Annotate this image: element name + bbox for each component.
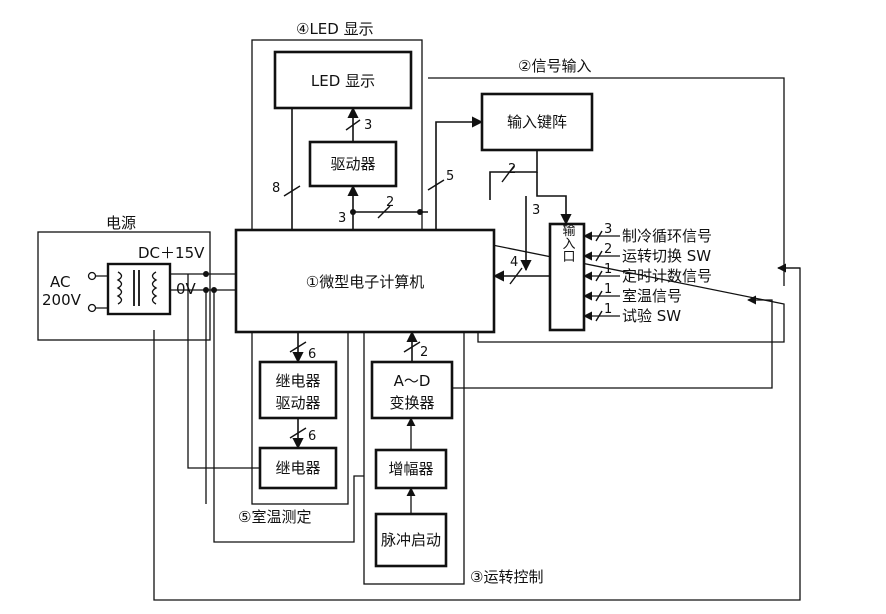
ac-label-1: AC: [50, 273, 70, 291]
io-port-block: [548, 222, 586, 332]
mcu-to-keypad-bus: [435, 116, 484, 230]
input-signal-list: 3 制冷循环信号 2 运转切换 SW 1 定时计数信号 1 室温信号 1 试验 …: [583, 222, 712, 325]
power-relay-wire: [187, 274, 260, 469]
io-port-label: 输入口: [560, 223, 576, 263]
adc-block: [370, 360, 454, 420]
adc-label-1: A～D: [394, 372, 431, 390]
signal-label-4: 室温信号: [622, 287, 682, 305]
led-display-block: [273, 50, 413, 110]
keypad-label: 输入键阵: [507, 113, 567, 131]
pulse-start-label: 脉冲启动: [381, 531, 441, 549]
relay-driver-block: [258, 360, 338, 420]
relay-width: 6: [308, 429, 316, 444]
led-display-label: LED 显示: [311, 72, 375, 90]
mcu-led-driver-width: 3: [338, 211, 346, 226]
side-bus-width: 2: [386, 195, 394, 210]
relay-driver-label-1: 继电器: [275, 372, 320, 390]
driver-led-width: 3: [364, 118, 372, 133]
power-group-label: 电源: [106, 214, 136, 232]
zero-volt-label: 0V: [176, 280, 197, 298]
keypad-port-width: 3: [532, 203, 540, 218]
port-mcu-width: 4: [510, 255, 518, 270]
signal-label-3: 定时计数信号: [622, 267, 712, 285]
signal-label-2: 运转切换 SW: [622, 247, 711, 265]
mcu-led-width: 8: [272, 181, 280, 196]
transformer-symbol: [87, 262, 172, 316]
power-group-outline: [37, 231, 211, 341]
driver-label: 驱动器: [330, 155, 375, 173]
temp-group-label: ⑤室温测定: [238, 508, 311, 526]
power-return-wire: [213, 290, 364, 543]
ac-label-2: 200V: [42, 291, 82, 309]
signal-count-3: 1: [604, 262, 612, 277]
keypad-branch-width: 2: [508, 162, 516, 177]
mcu-block: [234, 228, 496, 334]
signal-count-5: 1: [604, 302, 612, 317]
temp-feedback-wire: [452, 295, 773, 389]
driver-block: [308, 140, 398, 188]
keypad-branch-bus: [489, 150, 538, 200]
keypad-to-port-bus: [536, 172, 572, 226]
adc-width: 2: [420, 345, 428, 360]
signal-label-5: 试验 SW: [622, 307, 681, 325]
amplifier-label: 增幅器: [388, 460, 433, 478]
signal-count-4: 1: [604, 282, 612, 297]
signal-count-1: 3: [604, 222, 612, 237]
mcu-signal-width: 5: [446, 169, 454, 184]
dc-label: DC＋15V: [138, 244, 205, 262]
signal-label-1: 制冷循环信号: [622, 227, 712, 245]
relay-label: 继电器: [275, 459, 320, 477]
mcu-label: ①微型电子计算机: [306, 273, 424, 291]
signal-group-label: ②信号输入: [518, 57, 591, 75]
signal-count-2: 2: [604, 242, 612, 257]
led-group-label: ④LED 显示: [296, 20, 374, 38]
run-group-label: ③运转控制: [470, 568, 543, 586]
pulse-start-block: [374, 512, 448, 568]
adc-label-2: 变换器: [389, 394, 434, 412]
relay-driver-label-2: 驱动器: [275, 394, 320, 412]
relay-driver-width: 6: [308, 347, 316, 362]
